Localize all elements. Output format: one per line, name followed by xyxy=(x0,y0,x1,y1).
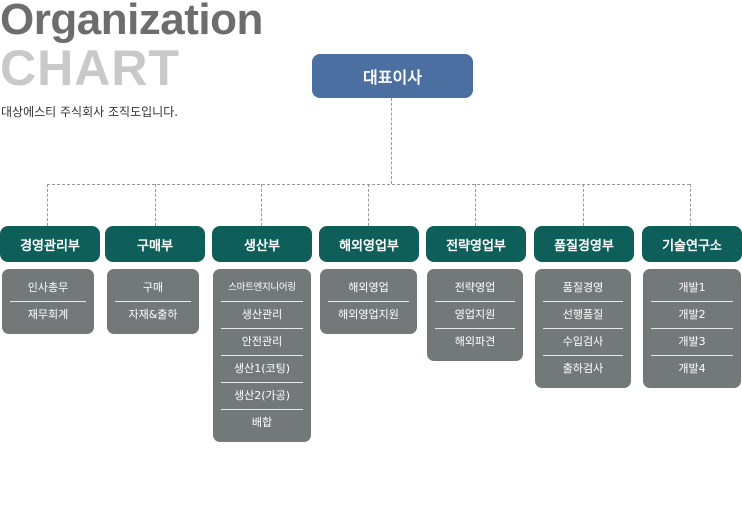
connector-line-dept-6 xyxy=(583,184,584,226)
sub-list-overseas-sales: 해외영업 해외영업지원 xyxy=(320,269,417,334)
ceo-connector-line xyxy=(391,98,392,184)
sub-item: 개발2 xyxy=(651,302,733,329)
sub-list-management: 인사총무 재무회계 xyxy=(2,269,94,334)
sub-item: 안전관리 xyxy=(221,329,303,356)
sub-item: 개발4 xyxy=(678,362,706,375)
sub-item: 선행품질 xyxy=(543,302,623,329)
sub-item: 스마트엔지니어링 xyxy=(221,275,303,302)
page-title-chart: CHART xyxy=(0,40,180,96)
sub-list-strategic-sales: 전략영업 영업지원 해외파견 xyxy=(427,269,523,361)
sub-item: 개발3 xyxy=(651,329,733,356)
department-box-strategic-sales: 전략영업부 xyxy=(426,226,526,262)
sub-item: 해외파견 xyxy=(454,335,496,348)
sub-item: 생산1(코팅) xyxy=(221,356,303,383)
sub-item: 전략영업 xyxy=(435,275,515,302)
sub-item: 생산관리 xyxy=(221,302,303,329)
department-box-production: 생산부 xyxy=(212,226,312,262)
connector-line-dept-2 xyxy=(155,184,156,226)
connector-line-dept-1 xyxy=(47,184,48,226)
sub-item: 개발1 xyxy=(651,275,733,302)
sub-list-production: 스마트엔지니어링 생산관리 안전관리 생산1(코팅) 생산2(가공) 배합 xyxy=(213,269,311,442)
sub-item: 품질경영 xyxy=(543,275,623,302)
sub-item: 구매 xyxy=(115,275,191,302)
sub-list-quality: 품질경영 선행품질 수입검사 출하검사 xyxy=(535,269,631,388)
sub-item: 재무회계 xyxy=(27,308,69,321)
page-title-organization: Organization xyxy=(0,0,263,44)
sub-list-purchasing: 구매 자재&출하 xyxy=(107,269,199,334)
department-box-rnd: 기술연구소 xyxy=(642,226,742,262)
department-box-quality: 품질경영부 xyxy=(534,226,634,262)
sub-item: 출하검사 xyxy=(562,362,604,375)
connector-line-dept-4 xyxy=(368,184,369,226)
sub-item: 해외영업 xyxy=(328,275,409,302)
sub-list-rnd: 개발1 개발2 개발3 개발4 xyxy=(643,269,741,388)
sub-item: 배합 xyxy=(251,416,273,429)
sub-item: 영업지원 xyxy=(435,302,515,329)
department-box-overseas-sales: 해외영업부 xyxy=(319,226,419,262)
page-subtitle: 대상에스티 주식회사 조직도입니다. xyxy=(1,105,179,119)
connector-line-dept-3 xyxy=(261,184,262,226)
sub-item: 자재&출하 xyxy=(128,308,178,321)
department-box-management: 경영관리부 xyxy=(0,226,100,262)
sub-item: 수입검사 xyxy=(543,329,623,356)
connector-line-dept-5 xyxy=(475,184,476,226)
sub-item: 인사총무 xyxy=(10,275,86,302)
ceo-box: 대표이사 xyxy=(312,54,473,98)
sub-item: 생산2(가공) xyxy=(221,383,303,410)
connector-line-dept-7 xyxy=(690,184,691,226)
department-box-purchasing: 구매부 xyxy=(105,226,205,262)
sub-item: 해외영업지원 xyxy=(338,308,399,321)
